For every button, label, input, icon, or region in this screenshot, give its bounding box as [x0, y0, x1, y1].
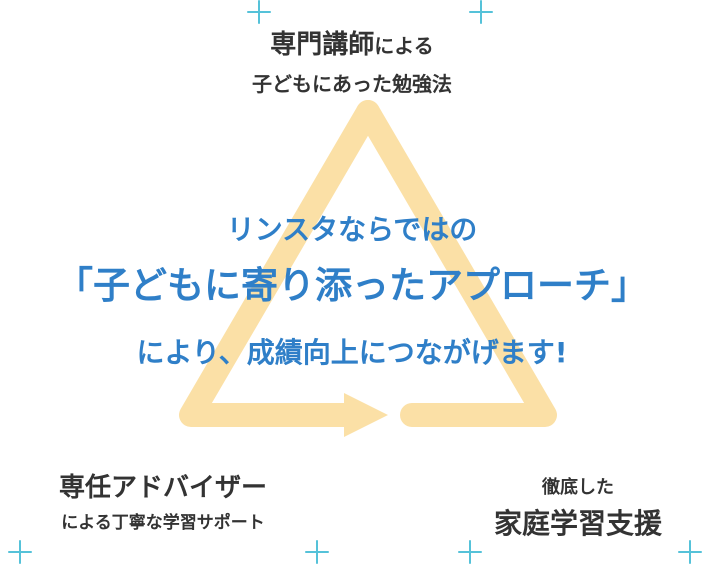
center-line1: リンスタならではの — [226, 213, 478, 246]
right-label: 徹底した 家庭学習支援 — [468, 474, 688, 544]
right-label-line1: 徹底した — [542, 477, 614, 498]
top-label-strong: 専門講師 — [270, 30, 375, 60]
arrow-head — [344, 393, 388, 437]
right-label-line2: 家庭学習支援 — [493, 507, 662, 540]
sparkle-icon — [678, 540, 702, 564]
center-line3: により、成績向上につながげます! — [136, 336, 568, 369]
sparkle-icon — [469, 0, 493, 24]
top-label: 専門講師による 子どもにあった勉強法 — [0, 26, 704, 103]
sparkle-icon — [458, 540, 482, 564]
triangle-left-side — [179, 100, 380, 427]
top-label-line1: 専門講師による — [0, 26, 704, 65]
left-label-line1: 専任アドバイザー — [58, 473, 267, 503]
triangle-right-side — [356, 100, 557, 427]
left-label: 専任アドバイザー による丁寧な学習サポート — [18, 470, 308, 538]
sparkle-icon — [247, 0, 271, 24]
sparkle-icon — [8, 540, 32, 564]
top-label-line2: 子どもにあった勉強法 — [252, 72, 452, 96]
center-line2: 「子どもに寄り添ったアプローチ」 — [56, 264, 648, 307]
sparkle-icon — [305, 540, 329, 564]
top-label-rest: による — [374, 34, 434, 58]
left-label-line2: による丁寧な学習サポート — [61, 513, 265, 533]
